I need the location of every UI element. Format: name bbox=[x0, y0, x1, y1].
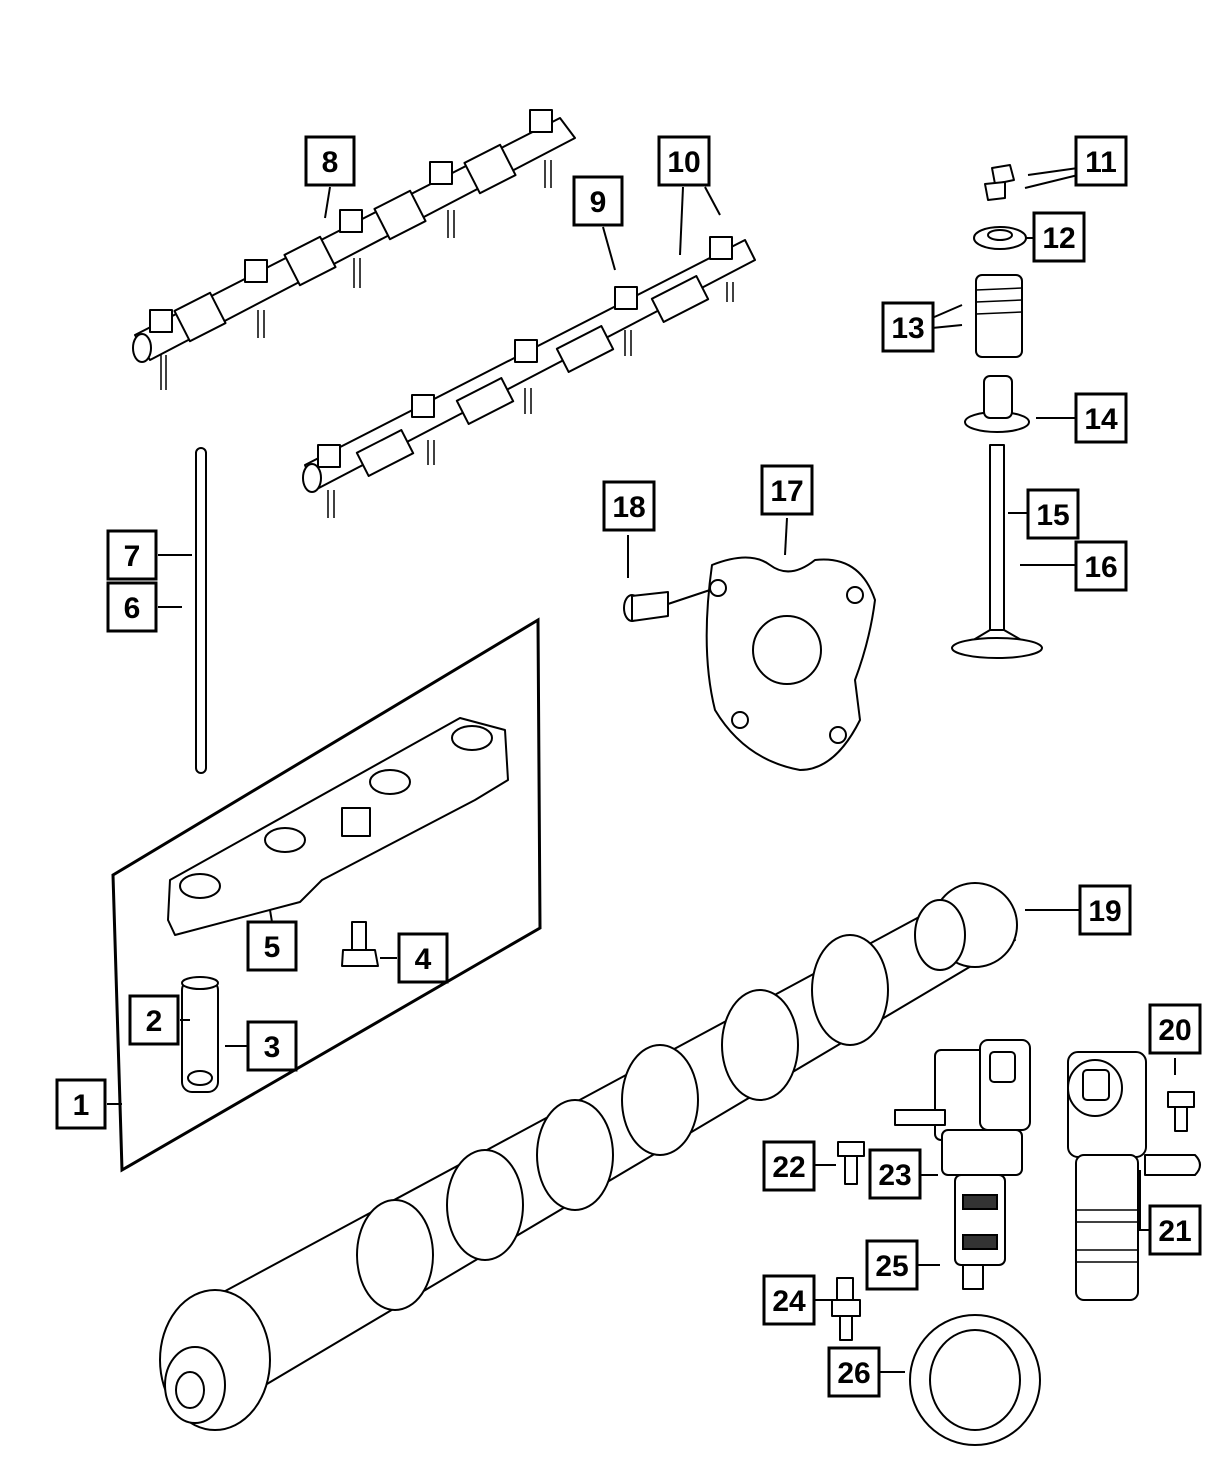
callout-9-label: 9 bbox=[590, 186, 607, 219]
callout-19-label: 19 bbox=[1088, 895, 1121, 928]
callout-1: 1 bbox=[55, 1078, 107, 1130]
callout-21: 21 bbox=[1148, 1204, 1202, 1256]
valve-15-16 bbox=[951, 444, 1043, 659]
bolt-22 bbox=[837, 1141, 865, 1185]
callout-7-label: 7 bbox=[124, 540, 141, 573]
callout-12-label: 12 bbox=[1042, 222, 1075, 255]
lifter-2-3 bbox=[181, 976, 219, 1093]
oil-control-valve-21 bbox=[1067, 1051, 1201, 1301]
callout-24: 24 bbox=[762, 1274, 816, 1326]
bolt-4 bbox=[341, 921, 379, 967]
callout-4-label: 4 bbox=[415, 943, 432, 976]
callout-5-label: 5 bbox=[264, 931, 281, 964]
callout-4: 4 bbox=[397, 932, 449, 984]
screw-18 bbox=[623, 589, 711, 622]
callout-17: 17 bbox=[760, 464, 814, 516]
callout-13-label: 13 bbox=[891, 312, 924, 345]
camshaft-19 bbox=[159, 882, 1018, 1431]
rocker-shaft-assembly-8 bbox=[132, 109, 576, 390]
callout-2: 2 bbox=[128, 994, 180, 1046]
callout-21-label: 21 bbox=[1158, 1215, 1191, 1248]
callout-16-label: 16 bbox=[1084, 551, 1117, 584]
bolt-24 bbox=[831, 1277, 861, 1341]
callout-9: 9 bbox=[572, 175, 624, 227]
callout-10: 10 bbox=[657, 135, 711, 187]
callout-26-label: 26 bbox=[837, 1357, 870, 1390]
callout-6-label: 6 bbox=[124, 592, 141, 625]
callout-8: 8 bbox=[304, 135, 356, 187]
callout-3: 3 bbox=[246, 1020, 298, 1072]
cam-position-sensor-23 bbox=[894, 1039, 1031, 1290]
callout-23-label: 23 bbox=[878, 1159, 911, 1192]
cover-plate-17 bbox=[705, 556, 876, 771]
callout-11-label: 11 bbox=[1085, 146, 1117, 179]
callout-7: 7 bbox=[106, 529, 158, 581]
valve-retainer-12 bbox=[973, 226, 1027, 250]
callout-15-label: 15 bbox=[1036, 499, 1069, 532]
callout-18: 18 bbox=[602, 480, 656, 532]
callout-13: 13 bbox=[881, 301, 935, 353]
valve-seal-14 bbox=[964, 375, 1030, 433]
callout-22-label: 22 bbox=[772, 1151, 805, 1184]
callout-14: 14 bbox=[1074, 392, 1128, 444]
callout-1-label: 1 bbox=[73, 1089, 90, 1122]
callout-19: 19 bbox=[1078, 884, 1132, 936]
callout-14-label: 14 bbox=[1084, 403, 1118, 436]
callout-20-label: 20 bbox=[1158, 1014, 1191, 1047]
callout-5: 5 bbox=[246, 920, 298, 972]
callout-16: 16 bbox=[1074, 540, 1128, 592]
callout-3-label: 3 bbox=[264, 1031, 281, 1064]
push-rod bbox=[195, 447, 207, 774]
callout-15: 15 bbox=[1026, 488, 1080, 540]
callout-2-label: 2 bbox=[146, 1005, 163, 1038]
bolt-20 bbox=[1167, 1091, 1195, 1132]
callout-25-label: 25 bbox=[875, 1250, 908, 1283]
callout-22: 22 bbox=[762, 1140, 816, 1192]
lifter-guide-5 bbox=[167, 717, 509, 936]
seal-26 bbox=[909, 1314, 1041, 1446]
callout-6: 6 bbox=[106, 581, 158, 633]
callout-24-label: 24 bbox=[772, 1285, 806, 1318]
callout-17-label: 17 bbox=[770, 475, 803, 508]
callout-12: 12 bbox=[1032, 211, 1086, 263]
callout-25: 25 bbox=[865, 1239, 919, 1291]
valve-keepers-11 bbox=[984, 164, 1015, 201]
callout-20: 20 bbox=[1148, 1003, 1202, 1055]
callout-26: 26 bbox=[827, 1346, 881, 1398]
rocker-shaft-assembly-9 bbox=[302, 236, 756, 518]
valve-spring-13 bbox=[975, 274, 1023, 358]
callout-23: 23 bbox=[868, 1148, 922, 1200]
lifter-kit-outline-1 bbox=[111, 617, 542, 1173]
callout-11: 11 bbox=[1074, 135, 1128, 187]
leader-lines bbox=[107, 167, 1176, 1373]
callout-18-label: 18 bbox=[612, 491, 645, 524]
callout-8-label: 8 bbox=[322, 146, 339, 179]
callout-10-label: 10 bbox=[667, 146, 700, 179]
